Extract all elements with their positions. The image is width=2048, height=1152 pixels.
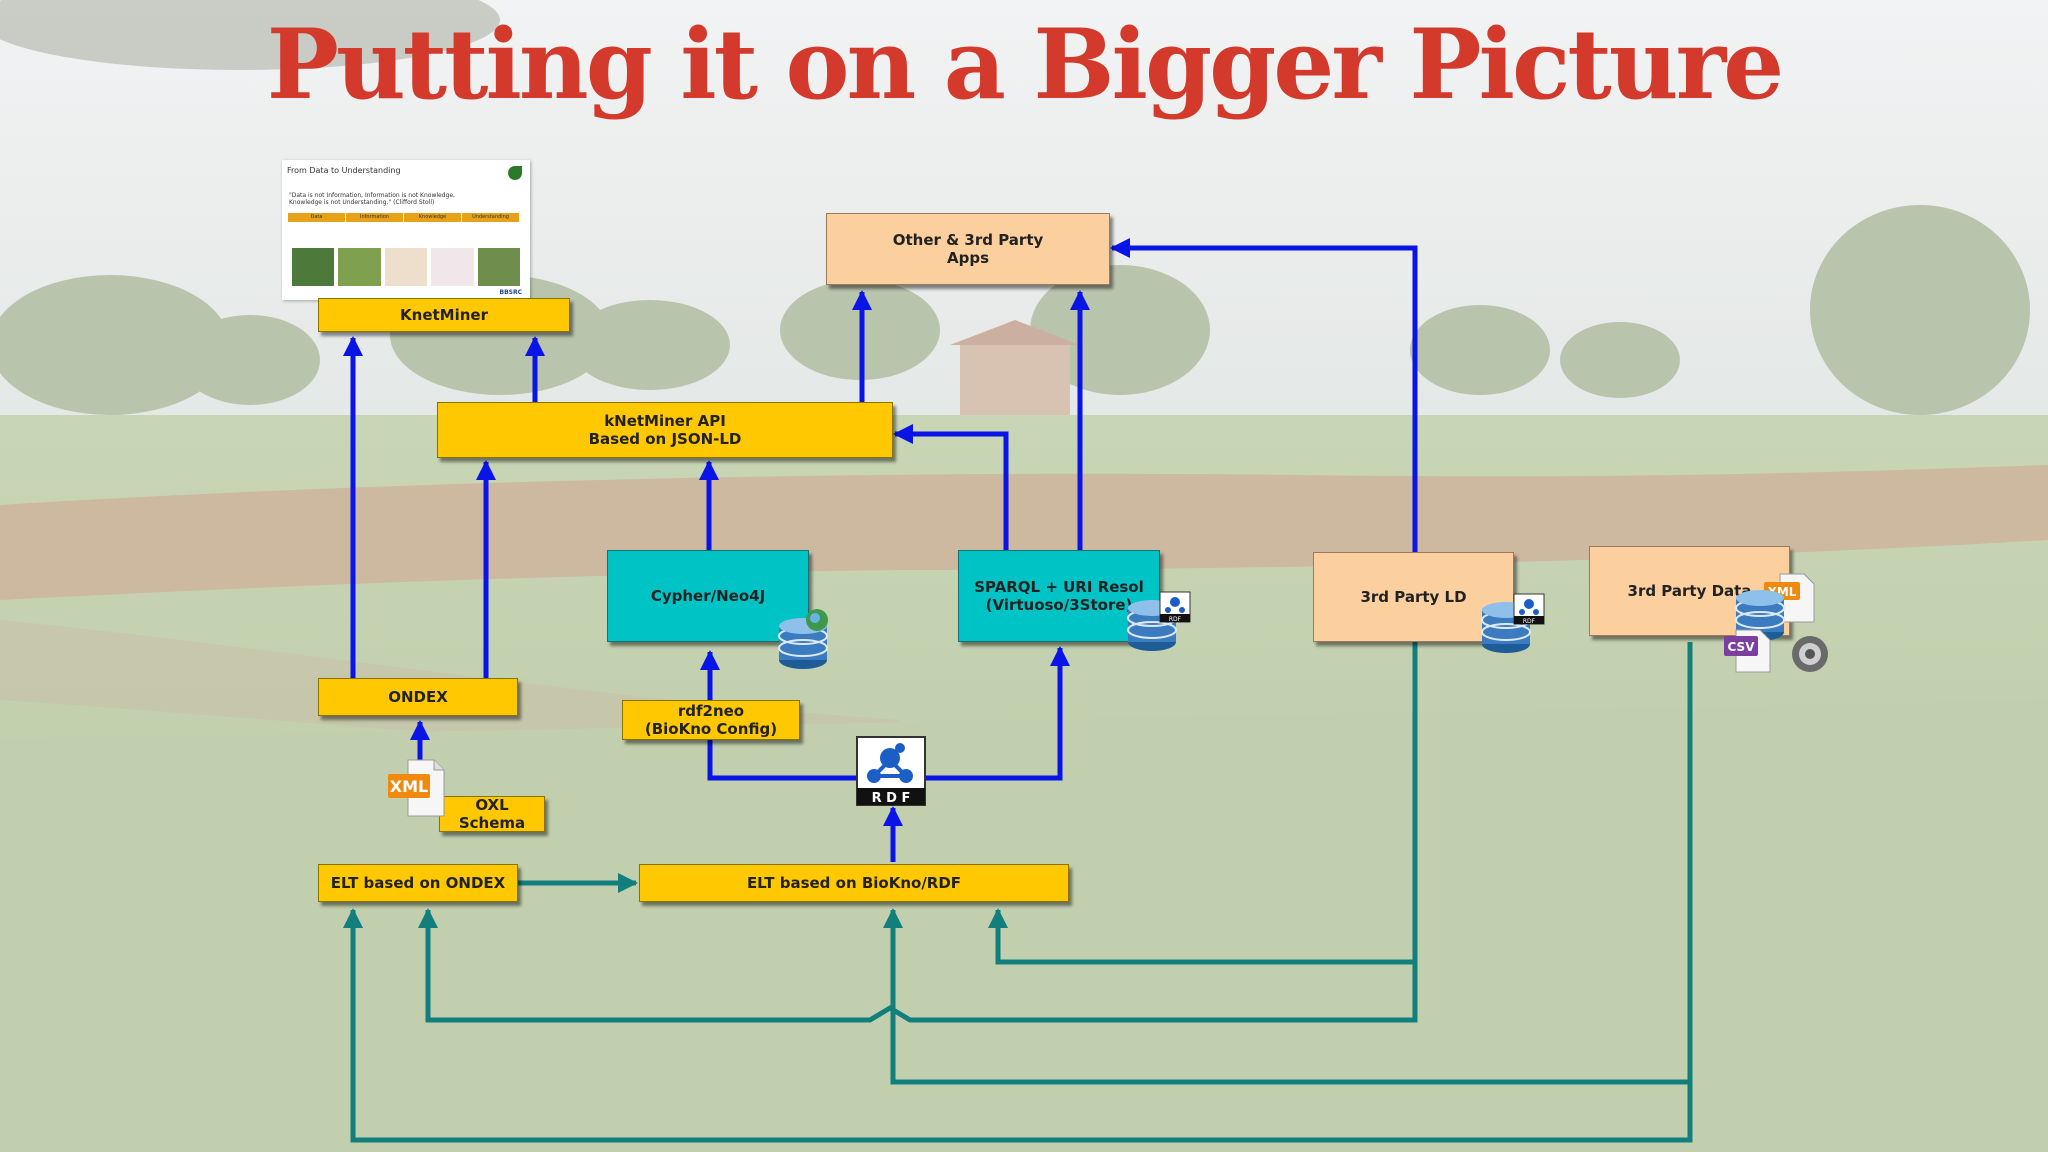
neo4j-database-icon [778, 609, 828, 669]
xml-label: XML [390, 777, 428, 796]
node-knetminer: KnetMiner [318, 298, 570, 332]
network-image-icon [431, 248, 474, 286]
stage-label: Data [288, 213, 345, 222]
person-image-icon [477, 248, 521, 286]
logo-icon [508, 166, 522, 180]
stage-label: Knowledge [404, 213, 461, 222]
node-ondex: ONDEX [318, 678, 518, 716]
bbsrc-logo: BBSRC [499, 289, 523, 296]
line-3rddata-elt-rdf [883, 642, 1693, 1085]
node-rdf2neo: rdf2neo (BioKno Config) [622, 700, 800, 740]
csv-label: CSV [1728, 640, 1756, 654]
arrow-rdf-rdf2neo [700, 650, 860, 781]
rdf-icon: R D F [856, 736, 926, 806]
node-knetminer-api: kNetMiner API Based on JSON-LD [437, 402, 893, 458]
xml-file-icon: XML [388, 759, 445, 817]
thumbnail-stages: Data Information Knowledge Understanding [288, 213, 520, 222]
rdf-label: RDF [1169, 616, 1182, 623]
thumbnail-images [292, 248, 521, 286]
line-3rdld-elt-ondex [418, 908, 1418, 1023]
stage-label: Information [346, 213, 403, 222]
node-oxl-schema: OXL Schema [439, 796, 545, 832]
arrow-sparql-api [893, 424, 1009, 550]
arrow-3rdld-otherapps [1110, 238, 1418, 552]
sparql-database-icon: RDF [1127, 591, 1191, 651]
line-3rddata-elt-ondex [343, 908, 1693, 1143]
plant-image-icon [292, 248, 335, 286]
node-elt-bioknorrdf: ELT based on BioKno/RDF [639, 864, 1069, 902]
rdf-label: R D F [872, 791, 911, 806]
node-cypher-neo4j: Cypher/Neo4J [607, 550, 809, 642]
stage-label: Understanding [462, 213, 519, 222]
node-3rd-party-ld: 3rd Party LD [1313, 552, 1514, 642]
thumbnail-quote: "Data is not Information, Information is… [289, 192, 455, 206]
slide-thumbnail: From Data to Understanding "Data is not … [282, 160, 530, 300]
chart-image-icon [384, 248, 428, 286]
rdf-label: RDF [1523, 618, 1536, 625]
line-3rdld-elt-rdf [988, 642, 1418, 965]
slide-title: Putting it on a Bigger Picture [266, 8, 1784, 121]
field-image-icon [338, 248, 381, 286]
node-other-apps: Other & 3rd Party Apps [826, 213, 1110, 285]
arrow-rdf-sparql [925, 646, 1070, 781]
3rd-party-ld-database-icon: RDF [1481, 593, 1545, 653]
node-elt-ondex: ELT based on ONDEX [318, 864, 518, 902]
3rd-party-data-icons: XML CSV [1724, 573, 1828, 673]
thumbnail-title: From Data to Understanding [287, 166, 401, 175]
